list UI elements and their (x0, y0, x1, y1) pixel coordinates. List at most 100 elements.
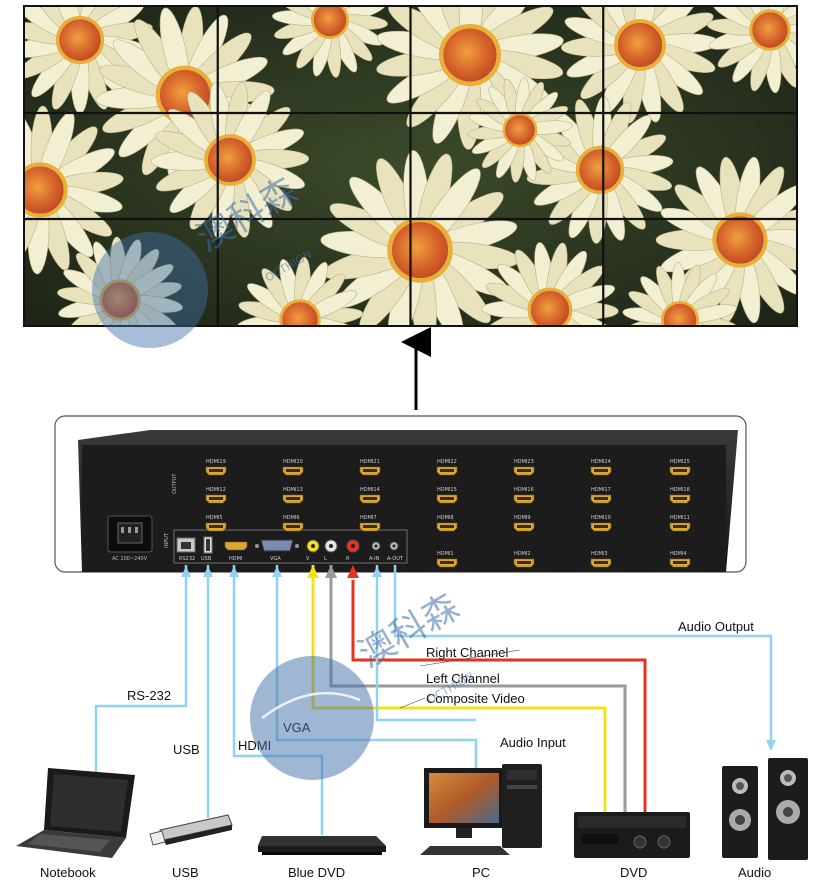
device-label-notebook: Notebook (40, 865, 96, 880)
hdmi-output-port: HDMI13 (282, 487, 304, 504)
video-wall (23, 5, 798, 327)
hdmi-output-port: HDMI18 (669, 487, 691, 504)
port-label: HDMI6 (283, 515, 300, 521)
port-label: HDMI17 (591, 487, 611, 493)
port-label: RS232 (179, 556, 195, 562)
port-label: HDMI13 (283, 487, 303, 493)
daisy-flower (272, 7, 388, 78)
port-label: HDMI25 (670, 459, 690, 465)
port-label: A-IN (369, 556, 380, 562)
input-port: L (324, 539, 338, 562)
port-label: USB (201, 556, 212, 562)
port-label: L (324, 556, 327, 562)
watermark-bottom-chinese: 澳科森 (352, 586, 466, 676)
hdmi-output-port: HDMI10 (590, 515, 612, 532)
audio-device: Audio (722, 758, 808, 880)
port-label: HDMI19 (206, 459, 226, 465)
daisy-flower (560, 7, 720, 124)
hdmi-output-port: HDMI11 (669, 515, 691, 532)
port-label: HDMI22 (437, 459, 457, 465)
hdmi-port-icon (224, 541, 248, 551)
label-audio-input: Audio Input (500, 735, 566, 750)
cable-vga (275, 565, 478, 770)
port-label: HDMI11 (670, 515, 690, 521)
hdmi-output-port: HDMI25 (669, 459, 691, 476)
port-label: A-OUT (387, 556, 404, 562)
port-label: HDMI1 (437, 551, 454, 557)
daisy-flower (25, 105, 124, 275)
port-label: VGA (270, 556, 281, 562)
cable-labels: Audio Output Right Channel Left Channel … (127, 619, 754, 757)
hdmi-output-port: HDMI12 (205, 487, 227, 504)
label-rs232: RS-232 (127, 688, 171, 703)
input-ports: RS232 USB HDMI VGA V L R A-IN A-OUT (176, 536, 404, 562)
device-label-dvd: DVD (620, 865, 647, 880)
port-label: HDMI8 (437, 515, 454, 521)
dvd-device: DVD (574, 812, 690, 880)
input-port: HDMI (224, 541, 248, 562)
port-label: HDMI (229, 556, 242, 562)
port-label: HDMI20 (283, 459, 303, 465)
usb-device: USB (149, 814, 233, 880)
port-label: HDMI4 (670, 551, 687, 557)
label-left-channel: Left Channel (426, 671, 500, 686)
daisy-flower (622, 261, 738, 325)
cable-rs232 (94, 565, 188, 772)
hdmi-output-port: HDMI6 (282, 515, 304, 532)
port-label: HDMI9 (514, 515, 531, 521)
hdmi-output-port: HDMI17 (590, 487, 612, 504)
input-port: A-IN (369, 541, 381, 562)
daisy-flower (467, 77, 573, 183)
cable-audio-output (393, 565, 773, 748)
daisy-flower (706, 7, 796, 94)
input-port: A-OUT (387, 541, 404, 562)
port-label: HDMI16 (514, 487, 534, 493)
power-label: AC 100~240V (112, 556, 148, 562)
hdmi-output-port: HDMI3 (590, 551, 612, 568)
device-label-blue-dvd: Blue DVD (288, 865, 345, 880)
port-label: HDMI7 (360, 515, 377, 521)
port-label: HDMI5 (206, 515, 223, 521)
port-label: HDMI24 (591, 459, 611, 465)
hdmi-output-port: HDMI15 (436, 487, 458, 504)
port-label: HDMI18 (670, 487, 690, 493)
label-composite-video: Composite Video (426, 691, 525, 706)
port-label: HDMI2 (514, 551, 531, 557)
input-port: RS232 (176, 537, 196, 562)
hdmi-output-port: HDMI23 (513, 459, 535, 476)
port-label: HDMI10 (591, 515, 611, 521)
port-label: R (346, 556, 350, 562)
blue-dvd-device: Blue DVD (258, 836, 386, 880)
hdmi-output-port: HDMI14 (359, 487, 381, 504)
notebook-device: Notebook (16, 768, 135, 880)
cable-composite-video (311, 565, 607, 812)
cable-right-channel (351, 580, 647, 812)
pc-device: PC (420, 764, 542, 880)
label-right-channel: Right Channel (426, 645, 508, 660)
cables (94, 565, 776, 835)
port-label: HDMI14 (360, 487, 380, 493)
port-label: HDMI3 (591, 551, 608, 557)
daisy-flower (481, 242, 619, 325)
hdmi-output-port: HDMI8 (436, 515, 458, 532)
input-group-label: INPUT (164, 532, 170, 548)
label-usb-cable: USB (173, 742, 200, 757)
label-audio-output: Audio Output (678, 619, 754, 634)
hdmi-output-port: HDMI2 (513, 551, 535, 568)
hdmi-output-port: HDMI21 (359, 459, 381, 476)
hdmi-output-port: HDMI1 (436, 551, 458, 568)
input-port: R (346, 539, 360, 562)
input-port: VGA (255, 539, 299, 562)
daisy-flower (57, 236, 183, 325)
output-group-label: OUTPUT (172, 473, 178, 494)
daisy-flower (237, 256, 363, 325)
device-label-pc: PC (472, 865, 490, 880)
cable-left-channel (329, 565, 627, 812)
port-label: HDMI12 (206, 487, 226, 493)
cable-audio-input (375, 565, 476, 722)
hdmi-output-port: HDMI9 (513, 515, 535, 532)
port-label: V (306, 556, 310, 562)
